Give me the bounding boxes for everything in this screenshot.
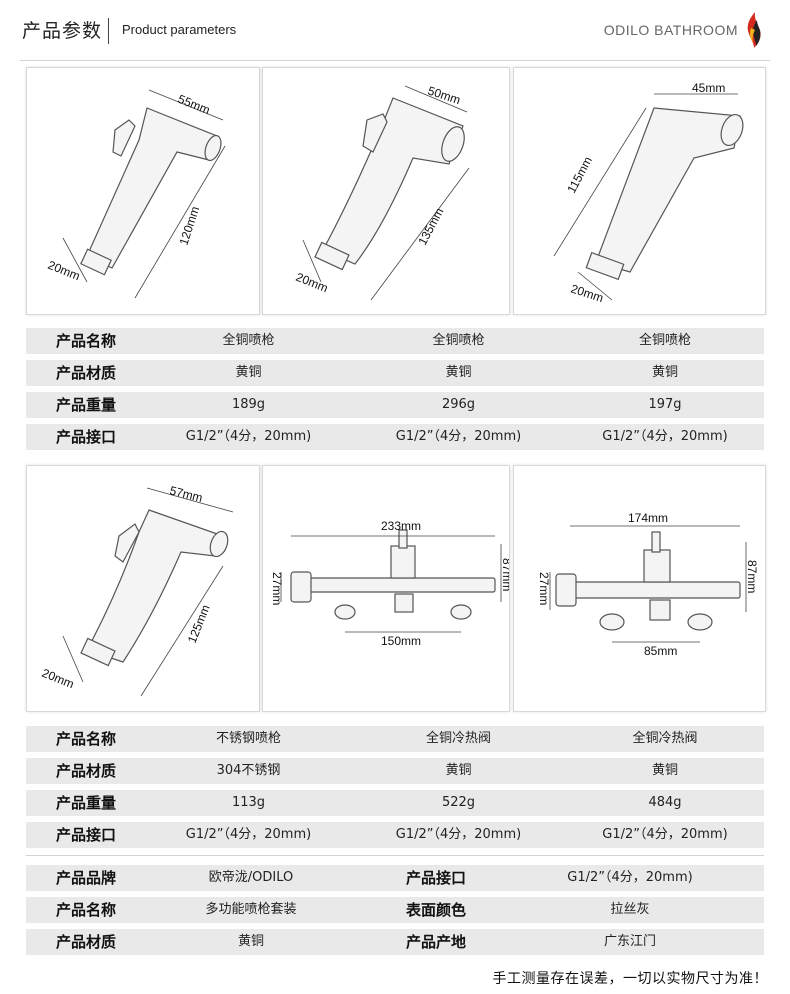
disclaimer-note: 手工测量存在误差，一切以实物尺寸为准！ <box>492 971 768 987</box>
cell-value: 全铜喷枪 <box>638 333 691 348</box>
cell-value: 不锈钢喷枪 <box>215 731 281 746</box>
cell-value: G1/2”（4分，20mm) <box>185 827 312 842</box>
dim-width-label: 57mm <box>168 483 204 505</box>
row-label: 表面颜色 <box>405 901 466 919</box>
row-label: 产品重量 <box>55 794 116 812</box>
dim-width-label: 45mm <box>692 81 725 95</box>
row-label: 产品名称 <box>55 901 116 919</box>
cell-value: 黄铜 <box>445 763 472 778</box>
cell-value: 欧帝泷/ODILO <box>208 870 294 885</box>
spec-row-weight: 产品重量 189g 296g 197g <box>26 392 764 418</box>
row-label: 产品材质 <box>55 933 116 951</box>
row-label: 产品产地 <box>405 933 466 951</box>
spec-row-name: 产品名称 全铜喷枪 全铜喷枪 全铜喷枪 <box>26 328 764 354</box>
summary-row-material: 产品材质 黄铜 产品产地 广东江门 <box>26 929 764 955</box>
dim-length-label: 115mm <box>564 154 595 195</box>
cell-value: G1/2”（4分，20mm) <box>567 870 693 885</box>
product-image-1: 55mm 120mm 20mm <box>26 67 260 315</box>
dim-thread-label: 20mm <box>294 270 330 295</box>
product-image-6: 174mm 87mm 27mm 85mm <box>513 465 766 712</box>
dim-inlet-label: 27mm <box>537 572 551 605</box>
cell-value: 197g <box>648 397 682 412</box>
dim-length-label: 135mm <box>415 206 446 248</box>
dim-width-label: 55mm <box>176 92 212 117</box>
cell-value: 全铜冷热阀 <box>632 731 698 746</box>
dim-thread-label: 20mm <box>569 282 605 306</box>
cell-value: 拉丝灰 <box>610 902 650 917</box>
dim-thread-label: 20mm <box>40 666 76 691</box>
row-label: 产品名称 <box>55 730 116 748</box>
page-header: 产品参数 Product parameters ODILO BATHROOM <box>0 0 790 62</box>
product-image-2: 50mm 135mm 20mm <box>262 67 510 315</box>
cell-value: 多功能喷枪套装 <box>205 902 297 917</box>
dim-length-label: 125mm <box>185 603 213 645</box>
cell-value: 黄铜 <box>651 365 678 380</box>
header-divider <box>20 60 770 61</box>
cell-value: G1/2”（4分，20mm) <box>602 827 728 842</box>
cell-value: G1/2”（4分，20mm) <box>395 429 522 444</box>
summary-row-name: 产品名称 多功能喷枪套装 表面颜色 拉丝灰 <box>26 897 764 923</box>
cell-value: 189g <box>231 397 266 412</box>
row-label: 产品材质 <box>55 364 116 382</box>
cell-value: 全铜冷热阀 <box>425 731 491 746</box>
dim-height-label: 87mm <box>745 560 759 593</box>
title-divider <box>108 18 109 44</box>
product-image-5: 233mm 87mm 27mm 150mm <box>262 465 510 712</box>
cell-value: 全铜喷枪 <box>432 333 485 348</box>
page-subtitle: Product parameters <box>122 22 237 37</box>
dim-spacing-label: 85mm <box>644 644 677 658</box>
dim-height-label: 87mm <box>500 558 509 591</box>
spec-row-interface: 产品接口 G1/2”（4分，20mm) G1/2”（4分，20mm) G1/2”… <box>26 822 764 848</box>
dim-length-label: 120mm <box>177 205 203 247</box>
dim-thread-label: 20mm <box>46 258 82 283</box>
dim-length-label: 174mm <box>628 511 668 525</box>
row-label: 产品接口 <box>405 869 466 887</box>
spec-row-name: 产品名称 不锈钢喷枪 全铜冷热阀 全铜冷热阀 <box>26 726 764 752</box>
cell-value: 484g <box>648 795 682 810</box>
spec-row-material: 产品材质 304不锈钢 黄铜 黄铜 <box>26 758 764 784</box>
cell-value: 全铜喷枪 <box>222 333 275 348</box>
cell-value: 黄铜 <box>235 365 262 380</box>
cell-value: 304不锈钢 <box>216 763 281 778</box>
row-label: 产品接口 <box>55 826 116 844</box>
summary-row-brand: 产品品牌 欧帝泷/ODILO 产品接口 G1/2”（4分，20mm) <box>26 865 764 891</box>
dim-inlet-label: 27mm <box>270 572 284 605</box>
cell-value: 黄铜 <box>651 763 678 778</box>
row-label: 产品重量 <box>55 396 116 414</box>
product-image-4: 57mm 125mm 20mm <box>26 465 260 712</box>
flame-logo-icon <box>747 12 761 48</box>
cell-value: G1/2”（4分，20mm) <box>395 827 522 842</box>
spec-row-weight: 产品重量 113g 522g 484g <box>26 790 764 816</box>
cell-value: 黄铜 <box>445 365 472 380</box>
row-label: 产品材质 <box>55 762 116 780</box>
cell-value: 广东江门 <box>603 934 656 949</box>
spec-row-interface: 产品接口 G1/2”（4分，20mm) G1/2”（4分，20mm) G1/2”… <box>26 424 764 450</box>
page-title: 产品参数 <box>22 20 103 42</box>
cell-value: G1/2”（4分，20mm) <box>602 429 728 444</box>
row-label: 产品品牌 <box>55 869 116 887</box>
cell-value: 522g <box>441 795 476 810</box>
brand-name: ODILO BATHROOM <box>603 22 738 38</box>
cell-value: 113g <box>231 795 266 810</box>
dim-spacing-label: 150mm <box>381 634 421 648</box>
cell-value: G1/2”（4分，20mm) <box>185 429 312 444</box>
table-divider <box>26 855 764 856</box>
dim-length-label: 233mm <box>381 519 421 533</box>
cell-value: 296g <box>441 397 476 412</box>
row-label: 产品接口 <box>55 428 116 446</box>
product-image-3: 45mm 115mm 20mm <box>513 67 766 315</box>
cell-value: 黄铜 <box>237 934 264 949</box>
row-label: 产品名称 <box>55 332 116 350</box>
spec-row-material: 产品材质 黄铜 黄铜 黄铜 <box>26 360 764 386</box>
dim-width-label: 50mm <box>426 84 462 108</box>
